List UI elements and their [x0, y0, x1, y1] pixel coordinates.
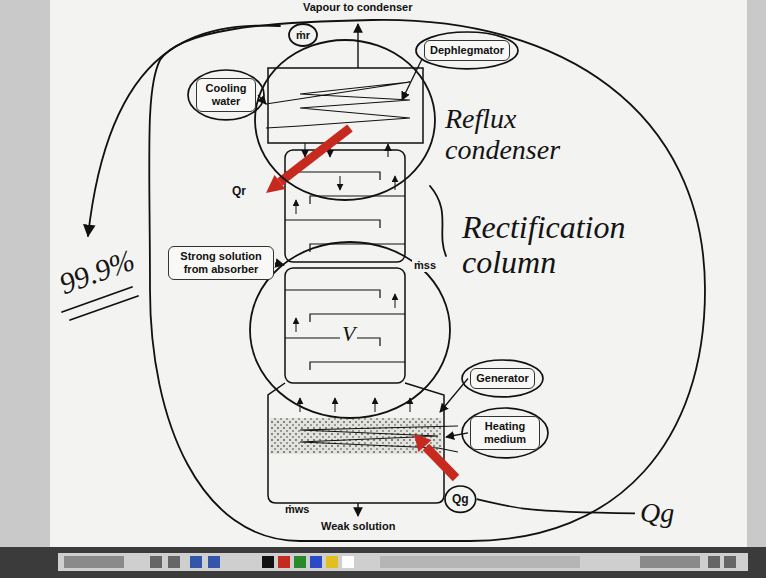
- flow-symbol: ṁss: [412, 259, 438, 272]
- node-text: Strong solution from absorber: [174, 250, 268, 276]
- vapour-arrow: [395, 176, 396, 190]
- ink-circle: [289, 24, 317, 46]
- leader-line: [446, 433, 468, 437]
- inlet-label: Cooling water: [196, 78, 256, 112]
- heat-symbol: Qg: [452, 492, 469, 506]
- generator-vessel: [268, 383, 444, 503]
- flow-symbol: ṁws: [285, 503, 309, 516]
- slide-ground: [50, 0, 747, 547]
- heat-symbol: Qr: [232, 184, 246, 198]
- ink-note: 99.9%: [55, 243, 139, 301]
- ink-note: V: [340, 322, 357, 346]
- ink-strokes: [62, 20, 705, 541]
- ink-note: Qg: [640, 498, 674, 529]
- ink-circle: [462, 408, 548, 458]
- vapour-arrow: [296, 200, 297, 214]
- vapour-arrow: [300, 398, 301, 412]
- ink-circle: [462, 360, 543, 397]
- toolbar: [0, 547, 766, 578]
- node-text: Dephlegmator: [430, 44, 504, 57]
- toolbar-strip: [58, 553, 748, 571]
- heat-arrows: [266, 128, 456, 478]
- outlet-label: Weak solution: [321, 520, 395, 533]
- node-text: Cooling water: [202, 82, 250, 108]
- column-drawing: [266, 24, 458, 516]
- toolbar-icons: [64, 556, 736, 568]
- ink-loop: [149, 20, 705, 541]
- node-text: Generator: [476, 372, 529, 385]
- leader-line: [275, 263, 284, 265]
- liquid-arrow: [340, 176, 341, 190]
- node-text: Heating medium: [476, 420, 534, 446]
- ink-circle: [250, 242, 450, 418]
- ink-circle: [445, 486, 476, 512]
- trays: [285, 290, 405, 370]
- column-lower: [285, 268, 405, 383]
- leader-line: [477, 499, 635, 513]
- leader-line: [258, 95, 266, 104]
- ink-note: Rectification column: [462, 210, 702, 280]
- ink-underline: [70, 296, 138, 320]
- outlet-label: Vapour to condenser: [303, 1, 412, 14]
- cooling-coil: [266, 82, 410, 128]
- vapour-arrow: [296, 318, 297, 332]
- heat-arrow: [426, 447, 456, 478]
- solution-pool: [270, 418, 442, 454]
- ink-circle: [188, 70, 264, 120]
- inlet-label: Heating medium: [470, 416, 540, 450]
- feed-label: Strong solution from absorber: [168, 246, 274, 280]
- leader-line: [440, 378, 468, 412]
- flow-symbol: ṁr: [296, 29, 310, 42]
- ink-circle: [416, 32, 518, 69]
- trays: [285, 172, 405, 252]
- ink-note: Reflux condenser: [445, 104, 620, 166]
- vapour-arrow: [395, 294, 396, 308]
- heat-arrowhead: [414, 434, 432, 452]
- outlet-pipe: [357, 503, 358, 516]
- ink-arrow: [88, 26, 280, 236]
- heat-arrow: [280, 128, 350, 182]
- heating-coil: [300, 426, 458, 452]
- vapour-arrow: [335, 398, 336, 412]
- vapour-arrow: [375, 398, 376, 412]
- vapour-pipe: [357, 24, 358, 68]
- leader-line: [402, 59, 422, 100]
- ink-circle: [255, 40, 435, 200]
- component-label: Generator: [470, 368, 535, 389]
- ink-stroke: [430, 186, 446, 256]
- component-label: Dephlegmator: [424, 40, 510, 61]
